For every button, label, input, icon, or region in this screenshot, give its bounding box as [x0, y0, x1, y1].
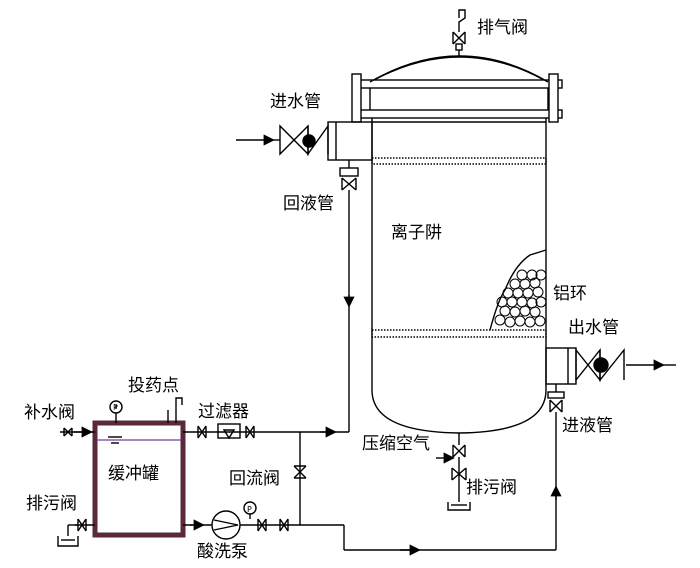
pump-suction-line [183, 501, 296, 540]
pump-discharge-line [296, 524, 556, 556]
liquid-inlet-line [547, 384, 565, 550]
label-makeup-valve: 补水阀 [24, 403, 75, 423]
vent-valve-symbol [452, 9, 466, 56]
inlet-pipe-assembly [236, 121, 373, 161]
filter-line [183, 423, 265, 440]
ion-trap-vessel [351, 55, 563, 434]
label-pickling-pump: 酸洗泵 [197, 542, 248, 562]
label-vent-valve: 排气阀 [477, 18, 528, 38]
makeup-line [60, 426, 95, 438]
tank-gauge [109, 400, 123, 423]
label-drain-valve-right: 排污阀 [466, 478, 517, 498]
outlet-pipe-assembly [545, 347, 676, 385]
label-outlet-pipe: 出水管 [568, 318, 619, 338]
label-return-valve: 回流阀 [229, 469, 280, 489]
dosing-point-symbol [167, 397, 183, 423]
tank-drain [57, 518, 95, 547]
label-inlet-pipe: 进水管 [270, 92, 321, 112]
label-buffer-tank: 缓冲罐 [108, 464, 159, 484]
label-dosing-point: 投药点 [128, 376, 179, 396]
return-line [265, 160, 359, 438]
label-return-pipe: 回液管 [283, 194, 334, 214]
label-drain-valve-left: 排污阀 [26, 494, 77, 514]
buffer-tank [92, 420, 186, 538]
label-liquid-inlet-pipe: 进液管 [562, 416, 613, 436]
return-valve-line [293, 432, 307, 525]
tank-gauge-icon: P [113, 403, 118, 412]
label-filter: 过滤器 [198, 402, 249, 422]
label-ion-trap: 离子阱 [391, 223, 442, 243]
vessel-drain [436, 433, 471, 511]
label-compressed-air: 压缩空气 [362, 434, 430, 454]
label-aluminum-ring: 铝环 [553, 284, 587, 304]
aluminum-ring-packing [494, 269, 547, 328]
pump-gauge-icon: P [247, 505, 252, 514]
